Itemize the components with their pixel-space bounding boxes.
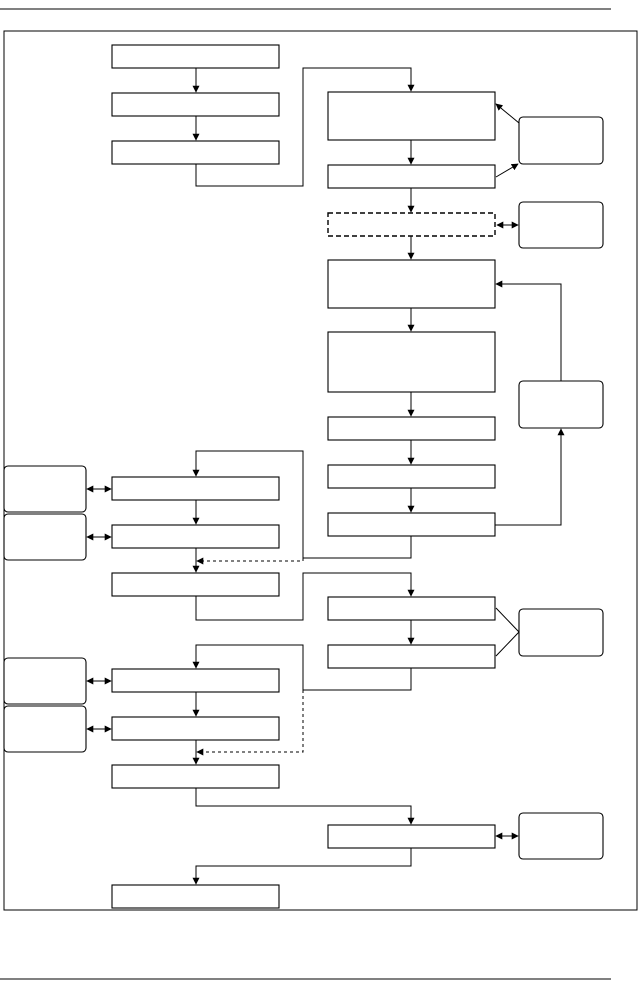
mid-box-dashed — [327, 212, 496, 237]
mid-box-10 — [327, 824, 496, 849]
side-box-left-2 — [3, 513, 87, 561]
side-box-left-1 — [3, 465, 87, 513]
connector — [195, 67, 415, 187]
left-box-9 — [111, 764, 280, 789]
connector — [303, 536, 412, 559]
side-box-right-2 — [518, 201, 604, 249]
side-box-left-3 — [3, 657, 87, 705]
mid-box-7 — [327, 512, 496, 537]
mid-box-8 — [327, 596, 496, 621]
connector — [495, 428, 565, 526]
connector-dashed — [196, 690, 304, 756]
left-box-4 — [111, 476, 280, 501]
left-box-2 — [111, 92, 280, 117]
connector — [495, 103, 520, 124]
left-box-10 — [111, 884, 280, 909]
side-box-right-3 — [518, 380, 604, 429]
left-box-6 — [111, 572, 280, 597]
connector — [192, 644, 412, 691]
left-box-7 — [111, 668, 280, 693]
mid-box-9 — [327, 644, 496, 669]
connector — [192, 848, 412, 885]
mid-box-4 — [327, 331, 496, 393]
side-box-right-4 — [518, 608, 604, 657]
side-box-right-1 — [518, 116, 604, 165]
mid-box-5 — [327, 416, 496, 441]
left-box-5 — [111, 524, 280, 549]
connector — [195, 572, 415, 621]
mid-box-6 — [327, 464, 496, 489]
side-box-right-5 — [518, 812, 604, 860]
connector-dashed — [196, 557, 304, 565]
connector — [192, 450, 304, 558]
left-box-1 — [111, 44, 280, 69]
connector — [495, 163, 519, 178]
left-box-8 — [111, 716, 280, 741]
connector — [495, 280, 562, 381]
mid-box-2 — [327, 164, 496, 189]
left-box-3 — [111, 140, 280, 165]
side-box-left-4 — [3, 705, 87, 753]
mid-box-3 — [327, 259, 496, 309]
mid-box-1 — [327, 91, 496, 141]
connector — [495, 607, 520, 657]
connector — [195, 788, 415, 825]
